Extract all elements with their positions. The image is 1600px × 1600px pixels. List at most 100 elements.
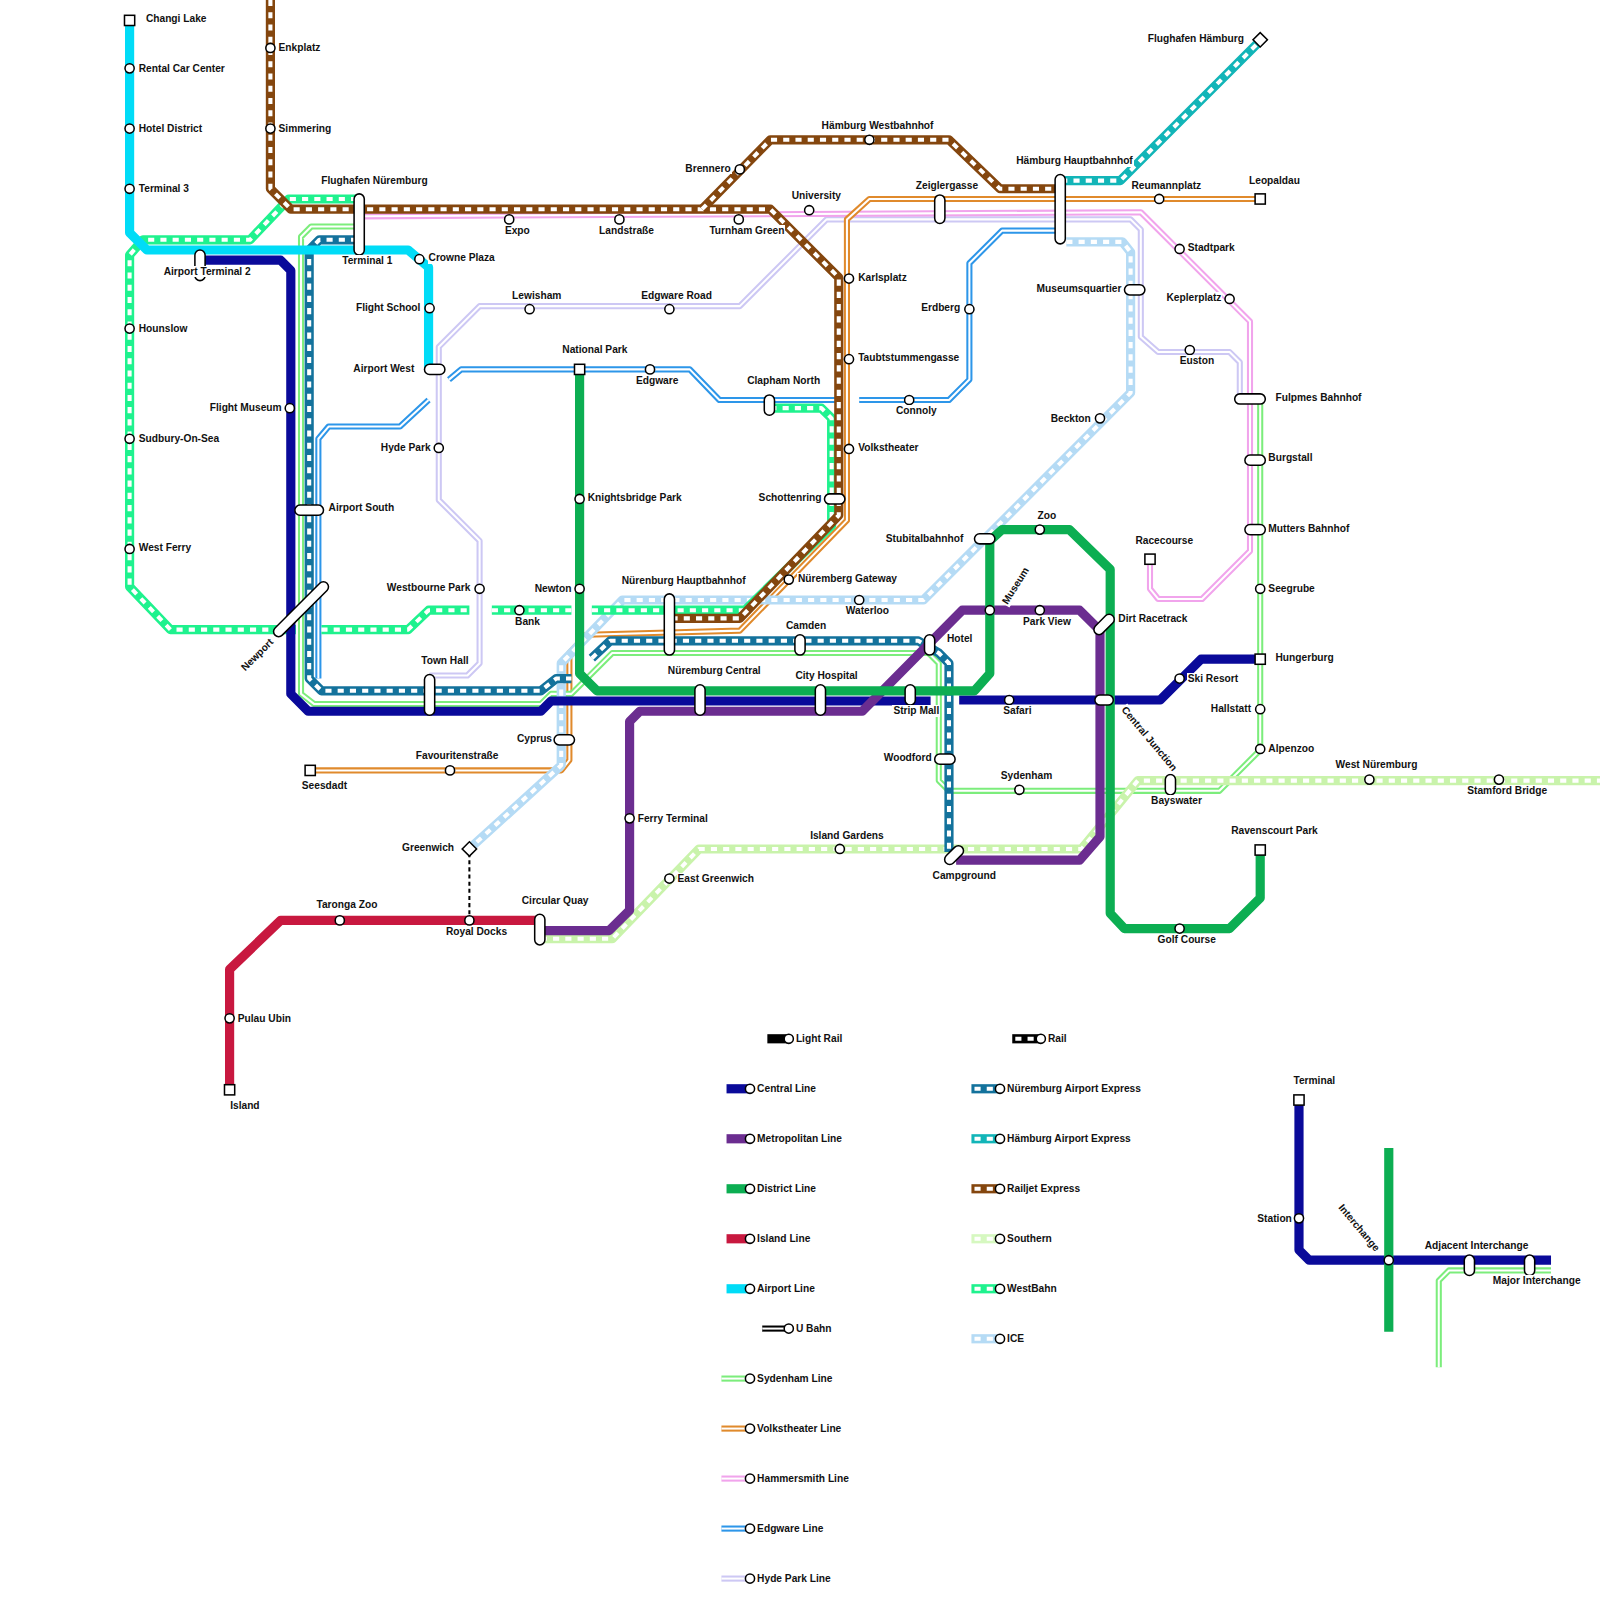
legend-label: Railjet Express (1006, 1183, 1081, 1195)
station-label: Flight School (355, 302, 422, 314)
station-marker (844, 444, 853, 453)
interchange-marker (1124, 285, 1144, 295)
legend-swatch (727, 1284, 755, 1293)
station-label: Golf Course (1157, 934, 1217, 946)
legend-swatch (971, 1234, 1004, 1243)
island-line-stroke (230, 920, 541, 1089)
legend-label: Airport Line (756, 1283, 816, 1295)
key-central-line-stroke (1299, 1100, 1551, 1260)
sydenham-line-stroke (301, 227, 1260, 791)
interchange-marker (1092, 612, 1117, 637)
legend-marker (745, 1234, 754, 1243)
station-label: Knightsbridge Park (587, 492, 683, 504)
railjet-express-dash (270, 0, 838, 618)
station-label: Leopaldau (1248, 175, 1301, 187)
station-label: Museumsquartier (1036, 283, 1123, 295)
key-district-line-stroke (1384, 1148, 1393, 1332)
legend-swatch (971, 1134, 1004, 1143)
station-marker (425, 304, 434, 313)
station-label: Westbourne Park (386, 582, 472, 594)
interchange-marker (764, 395, 774, 415)
legend-swatch (721, 1524, 754, 1533)
legend-swatch (721, 1574, 754, 1583)
legend-label: Metropolitan Line (756, 1133, 843, 1145)
station-label: Island Gardens (809, 830, 885, 842)
station-marker (1175, 674, 1184, 683)
station-marker (1095, 414, 1104, 423)
station-marker (1365, 775, 1374, 784)
legend-marker (745, 1474, 754, 1483)
station-label: Taronga Zoo (315, 899, 378, 911)
station-label: Safari (1002, 705, 1032, 717)
station-label: Connoly (895, 405, 938, 417)
station-marker (525, 305, 534, 314)
legend-swatch (1012, 1034, 1045, 1043)
legend-swatch (727, 1134, 755, 1143)
station-marker (1005, 695, 1014, 704)
interchange-marker (695, 685, 705, 716)
station-marker (125, 434, 134, 443)
station-label: Landstraße (598, 225, 655, 237)
station-marker (575, 494, 584, 503)
station-label: Crowne Plaza (428, 252, 496, 264)
legend-marker (745, 1284, 754, 1293)
station-label: Museum (999, 564, 1032, 607)
station-label: University (791, 190, 842, 202)
westbahn-line-dash (592, 408, 832, 610)
legend-label: Volkstheater Line (756, 1423, 842, 1435)
westbahn-line (492, 610, 572, 611)
volkstheater-line-stroke (311, 199, 1260, 770)
station-label: Schottenring (758, 492, 823, 504)
station-label: Bayswater (1150, 795, 1203, 807)
island-line (230, 920, 541, 1089)
station-marker (266, 124, 275, 133)
station-label: Edgware Road (640, 290, 713, 302)
interchange-marker (1245, 455, 1265, 465)
nuremburg-airport-express-stroke (309, 240, 571, 691)
station-label: Changi Lake (145, 13, 208, 25)
interchange-marker (664, 594, 674, 655)
station-marker (1256, 744, 1265, 753)
legend-swatch (727, 1184, 755, 1193)
station-label: Park View (1022, 616, 1072, 628)
legend-marker (745, 1084, 754, 1093)
westbahn-line-dash (492, 608, 572, 612)
station-marker (125, 324, 134, 333)
station-label: Lewisham (511, 290, 562, 302)
legend-marker (745, 1134, 754, 1143)
interchange-marker (935, 195, 945, 224)
station-label: Reumannplatz (1131, 180, 1203, 192)
station-label: National Park (561, 344, 628, 356)
ice-line-stroke (471, 242, 1130, 847)
station-marker (1175, 924, 1184, 933)
railjet-express-stroke (702, 140, 1061, 209)
station-marker (905, 395, 914, 404)
station-label: Hungerburg (1274, 652, 1334, 664)
station-marker (855, 595, 864, 604)
interchange-marker (1165, 774, 1175, 794)
station-label: Karlsplatz (857, 272, 908, 284)
station-label: Zeiglergasse (915, 180, 979, 192)
interchange-marker (1055, 174, 1065, 243)
legend-swatch (971, 1284, 1004, 1293)
station-label: Strip Mall (892, 705, 940, 717)
key-district-line (1388, 1148, 1389, 1332)
station-marker (965, 305, 974, 314)
station-label: West Nüremburg (1335, 759, 1419, 771)
station-marker (125, 544, 134, 553)
legend-swatch (721, 1474, 754, 1483)
legend-label: Central Line (756, 1083, 817, 1095)
station-marker (835, 844, 844, 853)
station-label: Airport Terminal 2 (163, 266, 252, 278)
station-label: Fulpmes Bahnhof (1274, 392, 1362, 404)
terminus-marker (1255, 194, 1265, 204)
interchange-marker (924, 635, 934, 655)
railjet-express-stroke (270, 0, 838, 618)
station-marker (1035, 606, 1044, 615)
district-line-stroke (580, 369, 1261, 928)
terminus-marker (1145, 554, 1155, 564)
station-label: Circular Quay (521, 895, 590, 907)
station-label: Mutters Bahnhof (1267, 523, 1350, 535)
station-label: Hotel (946, 633, 973, 645)
interchange-marker (974, 534, 994, 544)
